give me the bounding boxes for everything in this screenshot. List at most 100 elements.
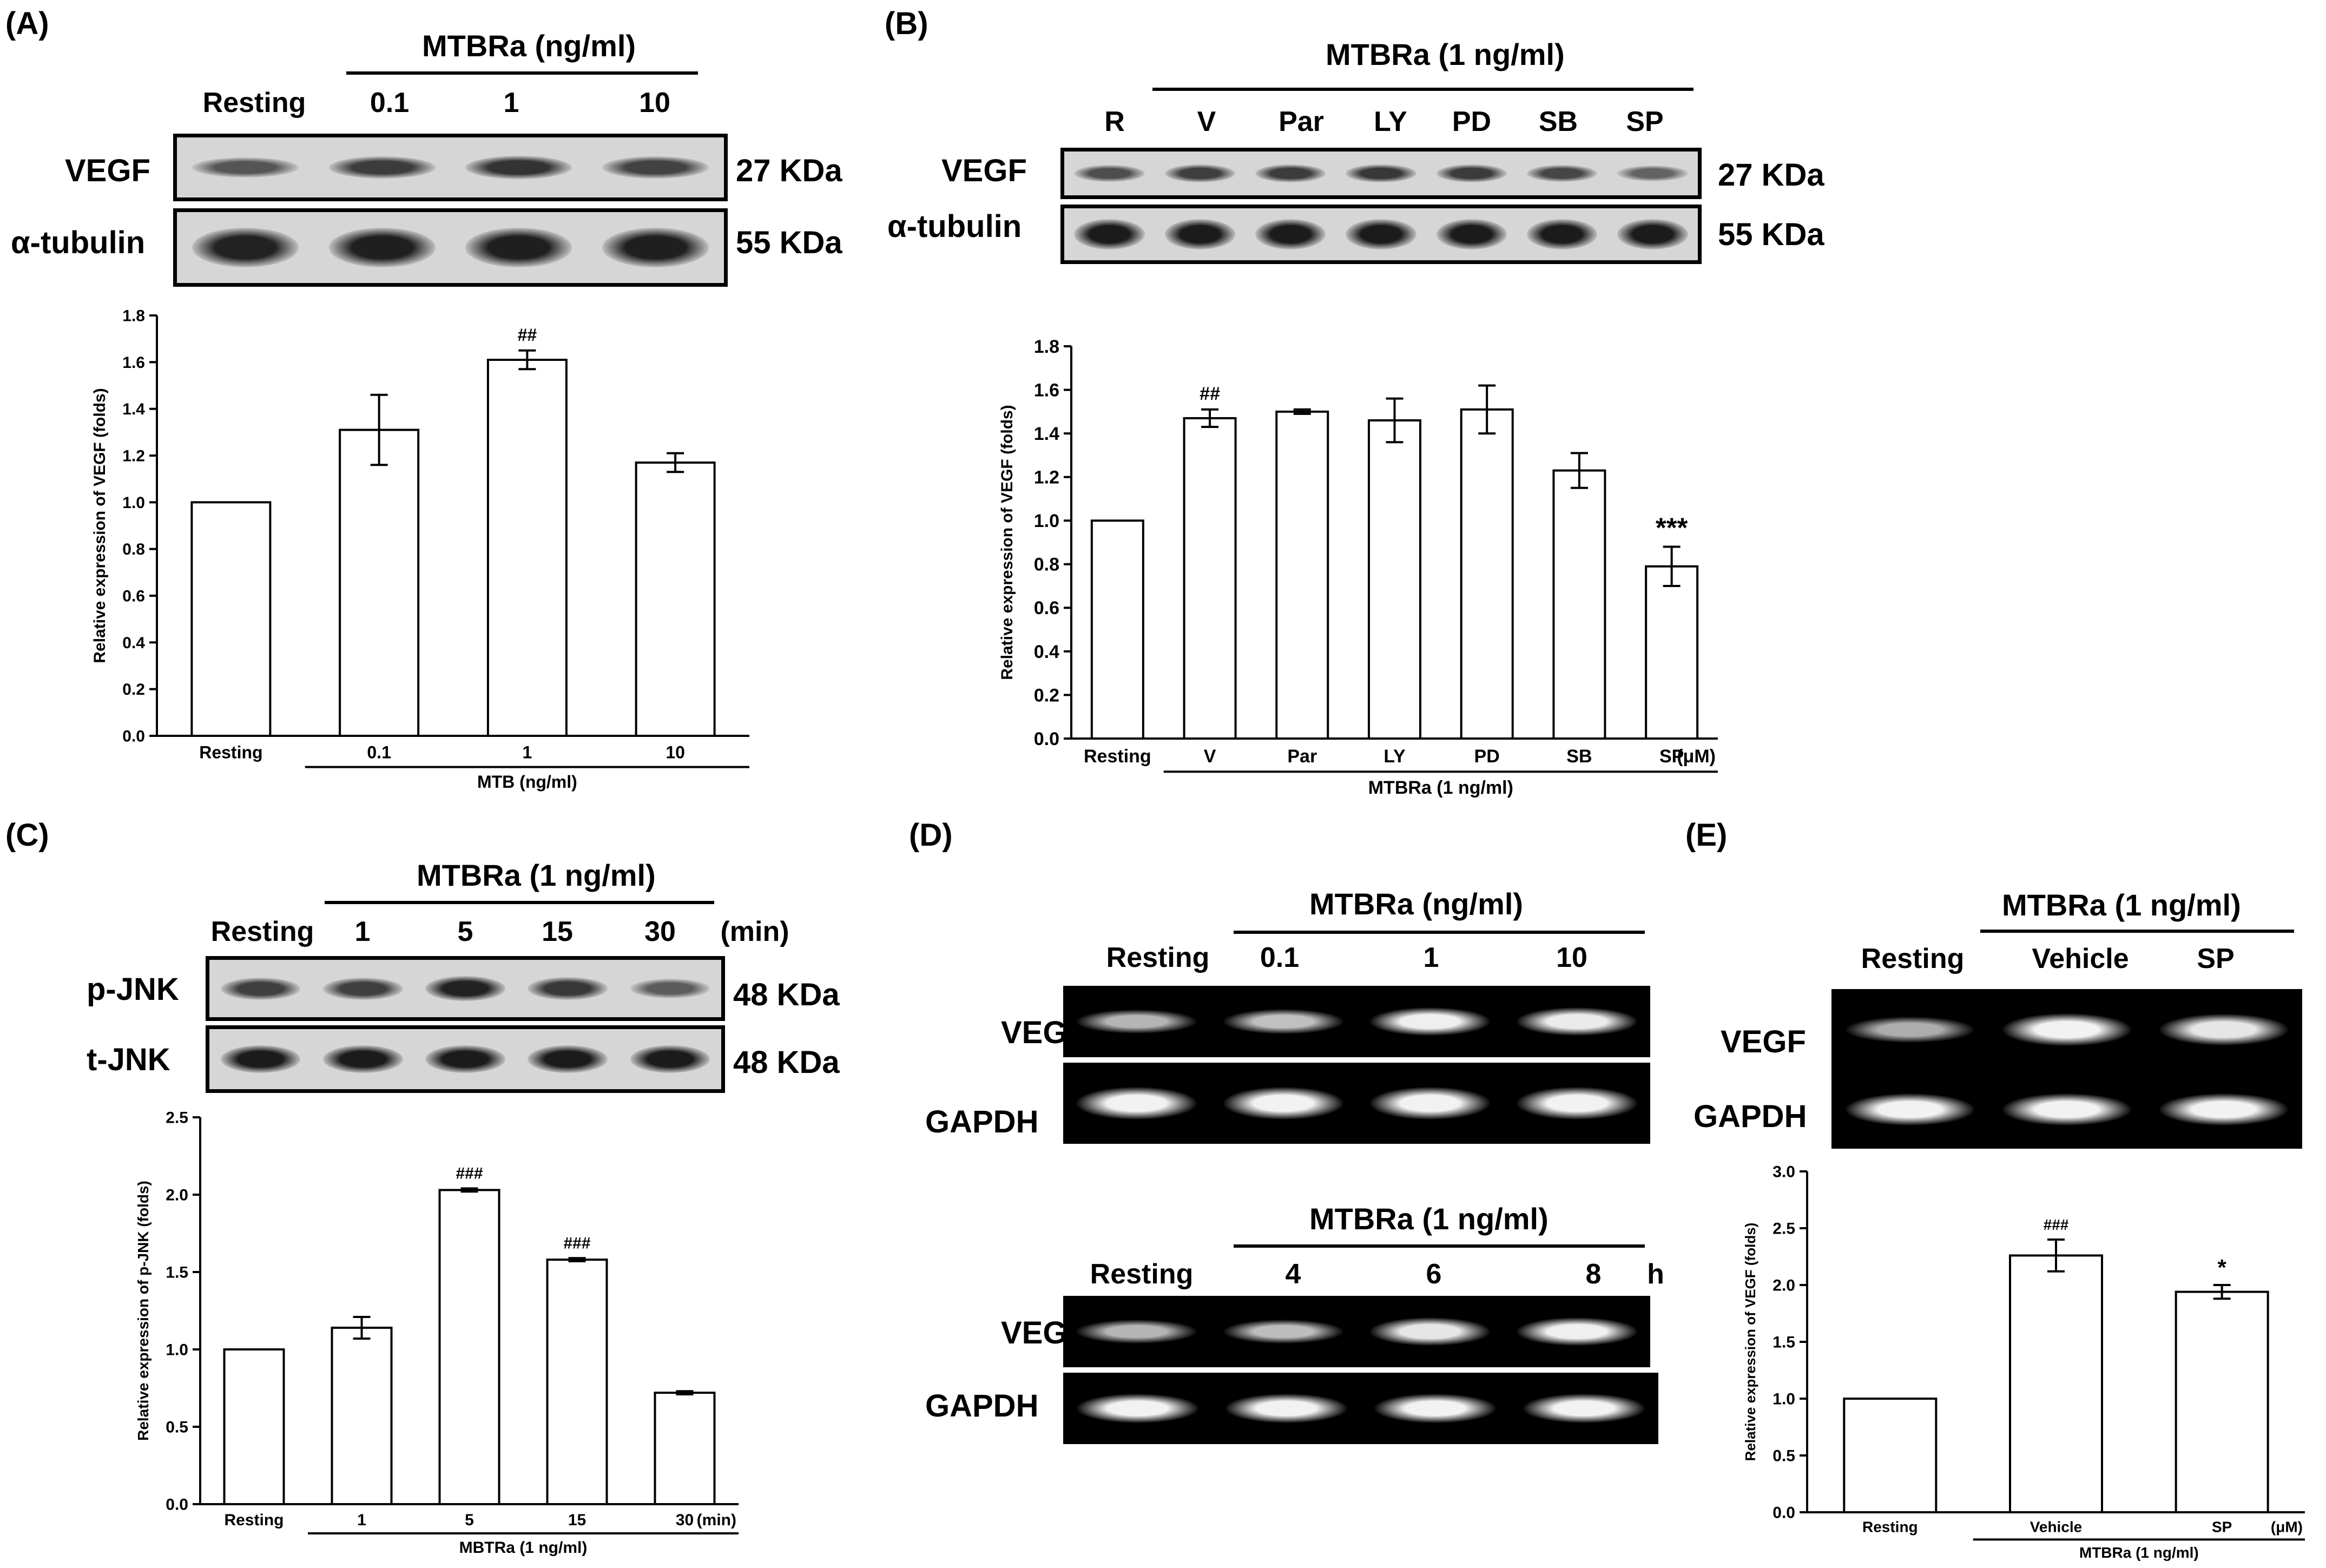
panel-d-bottom-lane-3: 6 (1426, 1259, 1442, 1290)
blot-band (528, 977, 608, 1000)
panel-b-vegf-blot (1060, 148, 1702, 199)
panel-a-row-label-tubulin: α-tubulin (11, 225, 146, 260)
panel-a-header: MTBRa (ng/ml) (422, 29, 636, 63)
panel-c-bar (654, 1392, 716, 1506)
panel-a-bar (339, 429, 420, 737)
panel-a-group-label: MTB (ng/ml) (477, 772, 577, 792)
panel-d-bottom-row-label-gapdh: GAPDH (925, 1388, 1039, 1424)
panel-c-header-line (325, 901, 714, 904)
panel-a-y-tick-label: 1.8 (122, 307, 145, 325)
panel-e-y-tick-label: 1.5 (1772, 1334, 1795, 1352)
panel-a-y-tick-label: 1.2 (122, 447, 145, 465)
blot-band (528, 1045, 608, 1073)
gel-band (1369, 1086, 1491, 1120)
panel-e-significance: ### (2044, 1216, 2069, 1233)
panel-b-y-tick-label: 1.4 (1034, 424, 1059, 444)
blot-band (425, 976, 505, 1001)
panel-d-bottom-header-line (1234, 1244, 1645, 1248)
panel-a-lane-2: 0.1 (370, 87, 410, 118)
panel-a-lane-4: 10 (639, 87, 670, 118)
blot-band (1436, 164, 1507, 183)
panel-e-row-label-vegf: VEGF (1721, 1024, 1806, 1059)
panel-e-label: (E) (1685, 818, 1728, 853)
panel-b-group-label: MTBRa (1 ng/ml) (1368, 778, 1513, 798)
panel-b-row-label-vegf: VEGF (941, 153, 1027, 188)
gel-band (1369, 1317, 1491, 1346)
panel-c-unit-label: (min) (697, 1511, 736, 1529)
blot-band (1526, 219, 1598, 249)
blot-band (328, 227, 436, 268)
panel-c-y-tick-label: 1.0 (166, 1341, 188, 1359)
blot-band (1255, 164, 1326, 183)
panel-c-pjnk-blot (206, 956, 725, 1021)
panel-c-bar (223, 1348, 285, 1505)
panel-e-vegf-gel (1831, 989, 2302, 1070)
panel-e-y-tick-label: 0.0 (1772, 1504, 1795, 1522)
panel-e-y-tick-label: 2.0 (1772, 1277, 1795, 1295)
blot-band (1346, 219, 1416, 249)
panel-d-bottom-lane-1: Resting (1090, 1259, 1194, 1290)
panel-e-bar (1843, 1398, 1938, 1513)
panel-e-x-tick-label: SP (2212, 1518, 2232, 1535)
panel-c-tjnk-blot (206, 1025, 725, 1093)
panel-b-y-tick-label: 0.0 (1034, 729, 1059, 749)
panel-b-bar (1275, 410, 1329, 740)
panel-a-vegf-blot (173, 134, 728, 201)
blot-band (1164, 219, 1236, 249)
panel-b-kda-tubulin: 55 KDa (1718, 217, 1824, 252)
panel-a-x-tick-label: Resting (199, 743, 262, 762)
panel-b-bar (1183, 417, 1237, 740)
panel-c-group-label: MBTRa (1 ng/ml) (459, 1539, 588, 1557)
panel-e-bar (2175, 1290, 2269, 1514)
panel-d-top-vegf-gel (1063, 986, 1650, 1057)
panel-a-y-tick-label: 0.2 (122, 681, 145, 699)
panel-c-lane-4: 15 (542, 916, 573, 947)
panel-a-bar (635, 461, 716, 737)
panel-e-gapdh-gel (1831, 1070, 2302, 1149)
panel-c-label: (C) (5, 818, 49, 853)
panel-d-top-header: MTBRa (ng/ml) (1309, 887, 1524, 921)
panel-c-x-tick-label: Resting (224, 1511, 284, 1529)
panel-b-lane-5: PD (1452, 106, 1492, 137)
panel-c-y-axis-label: Relative expression of p-JNK (folds) (135, 1181, 151, 1441)
panel-c-bar (546, 1259, 608, 1506)
blot-band (1074, 219, 1145, 249)
panel-e-header-line (1980, 930, 2294, 933)
panel-a-kda-tubulin: 55 KDa (736, 225, 842, 260)
panel-b-y-tick-label: 1.2 (1034, 467, 1059, 488)
panel-e-y-tick-label: 3.0 (1772, 1163, 1795, 1181)
panel-d-bottom-vegf-gel (1063, 1296, 1650, 1367)
blot-band (1074, 165, 1145, 182)
panel-b-y-tick-label: 1.6 (1034, 380, 1059, 400)
panel-d-top-lane-1: Resting (1106, 942, 1210, 973)
blot-band (323, 977, 403, 1000)
panel-d-label: (D) (909, 818, 953, 853)
panel-c-unit: (min) (720, 916, 789, 947)
blot-band (465, 156, 572, 179)
panel-e-significance: * (2217, 1255, 2226, 1280)
panel-e-lane-2: Vehicle (2032, 943, 2129, 974)
panel-b-header: MTBRa (1 ng/ml) (1326, 37, 1565, 71)
panel-c-header: MTBRa (1 ng/ml) (417, 858, 656, 892)
panel-e-group-label: MTBRa (1 ng/ml) (2079, 1544, 2199, 1561)
blot-band (602, 227, 709, 268)
panel-b-x-tick-label: Par (1287, 746, 1317, 767)
gel-band (1076, 1086, 1197, 1120)
panel-d-top-gapdh-gel (1063, 1063, 1650, 1144)
gel-band (2002, 1093, 2131, 1125)
panel-b-kda-vegf: 27 KDa (1718, 157, 1824, 193)
panel-c-y-tick-label: 0.0 (166, 1496, 188, 1514)
panel-a-y-tick-label: 1.0 (122, 494, 145, 512)
panel-e-y-tick-label: 0.5 (1772, 1447, 1795, 1465)
panel-b-lane-4: LY (1374, 106, 1407, 137)
panel-b-tubulin-blot (1060, 205, 1702, 264)
gel-band (1374, 1394, 1497, 1423)
panel-c-lane-1: Resting (210, 916, 314, 947)
panel-e-lane-3: SP (2197, 943, 2235, 974)
panel-b-bar (1460, 408, 1514, 740)
blot-band (1436, 219, 1507, 249)
panel-b-x-tick-label: LY (1383, 746, 1406, 767)
panel-b-y-tick-label: 0.4 (1034, 642, 1059, 662)
panel-b-bar (1368, 419, 1421, 740)
blot-band (630, 1045, 710, 1073)
